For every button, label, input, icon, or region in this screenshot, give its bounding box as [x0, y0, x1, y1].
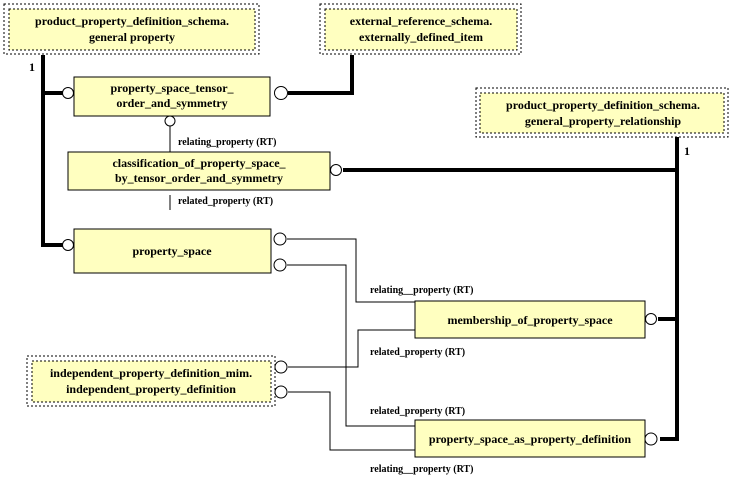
tensor-order-label-2: order_and_symmetry [116, 96, 227, 110]
line-ps-to-membership [287, 238, 415, 303]
box-tensor-order: property_space_tensor_ order_and_symmetr… [73, 76, 271, 117]
circle-property-space-right-1 [273, 232, 287, 246]
line-ipd-to-psapd [288, 391, 415, 451]
general-property-multiplicity: 1 [29, 60, 35, 74]
box-general-property-relationship: product_property_definition_schema. gene… [475, 87, 729, 138]
psapd-label: property_space_as_property_definition [429, 432, 632, 446]
general-property-label-2: general property [89, 30, 175, 44]
box-property-space: property_space [73, 228, 272, 274]
general-property-label-1: product_property_definition_schema. [35, 14, 229, 28]
classification-label-2: by_tensor_order_and_symmetry [115, 171, 283, 185]
line-general-property-trunk [41, 55, 64, 247]
edge-label-relating-property-top: relating_property (RT) [178, 137, 276, 148]
circle-tensor-right [274, 86, 288, 100]
end-circles [62, 86, 658, 446]
edge-labels: relating_property (RT) related_property … [178, 137, 473, 475]
membership-label: membership_of_property_space [447, 313, 613, 327]
circle-ipd-right-1 [274, 360, 288, 374]
ipd-label-1: independent_property_definition_mim. [50, 366, 252, 380]
edge-label-related-bottom: related_property (RT) [370, 406, 465, 417]
edge-label-relating-bottom: relating__property (RT) [370, 464, 473, 475]
line-tensor-to-external [288, 55, 354, 95]
circle-psapd-right [644, 432, 658, 446]
line-ps-to-psapd [287, 264, 415, 427]
box-property-space-as-property-definition: property_space_as_property_definition [414, 419, 646, 458]
externally-defined-item-label-2: externally_defined_item [359, 30, 483, 44]
classification-label-1: classification_of_property_space_ [112, 156, 286, 170]
circle-property-space-left [62, 239, 74, 251]
box-independent-property-definition: independent_property_definition_mim. ind… [26, 355, 276, 407]
box-general-property: product_property_definition_schema. gene… [3, 3, 260, 55]
circle-classification-right [330, 164, 342, 176]
box-externally-defined-item: external_reference_schema. externally_de… [319, 3, 522, 55]
tensor-order-label-1: property_space_tensor_ [110, 81, 234, 95]
circle-ipd-right-2 [274, 385, 288, 399]
circle-property-space-right-2 [273, 258, 287, 272]
thick-lines [41, 55, 679, 441]
box-membership: membership_of_property_space [414, 300, 646, 339]
line-ipd-to-membership [288, 329, 415, 368]
edge-label-related-property-top: related_property (RT) [178, 196, 273, 207]
circle-tensor-left [62, 87, 74, 99]
gpr-label-2: general_property_relationship [525, 114, 682, 128]
property-space-label: property_space [132, 244, 212, 258]
circle-membership-right [645, 313, 657, 325]
gpr-multiplicity: 1 [684, 144, 690, 158]
edge-label-relating-membership: relating__property (RT) [370, 285, 473, 296]
thin-lines [169, 126, 415, 451]
ipd-label-2: independent_property_definition [66, 382, 236, 396]
externally-defined-item-label-1: external_reference_schema. [350, 14, 493, 28]
box-classification: classification_of_property_space_ by_ten… [67, 151, 331, 191]
line-gpr-trunk [660, 135, 679, 441]
circle-tensor-bottom [164, 115, 176, 127]
gpr-label-1: product_property_definition_schema. [506, 98, 700, 112]
edge-label-related-membership: related_property (RT) [370, 347, 465, 358]
